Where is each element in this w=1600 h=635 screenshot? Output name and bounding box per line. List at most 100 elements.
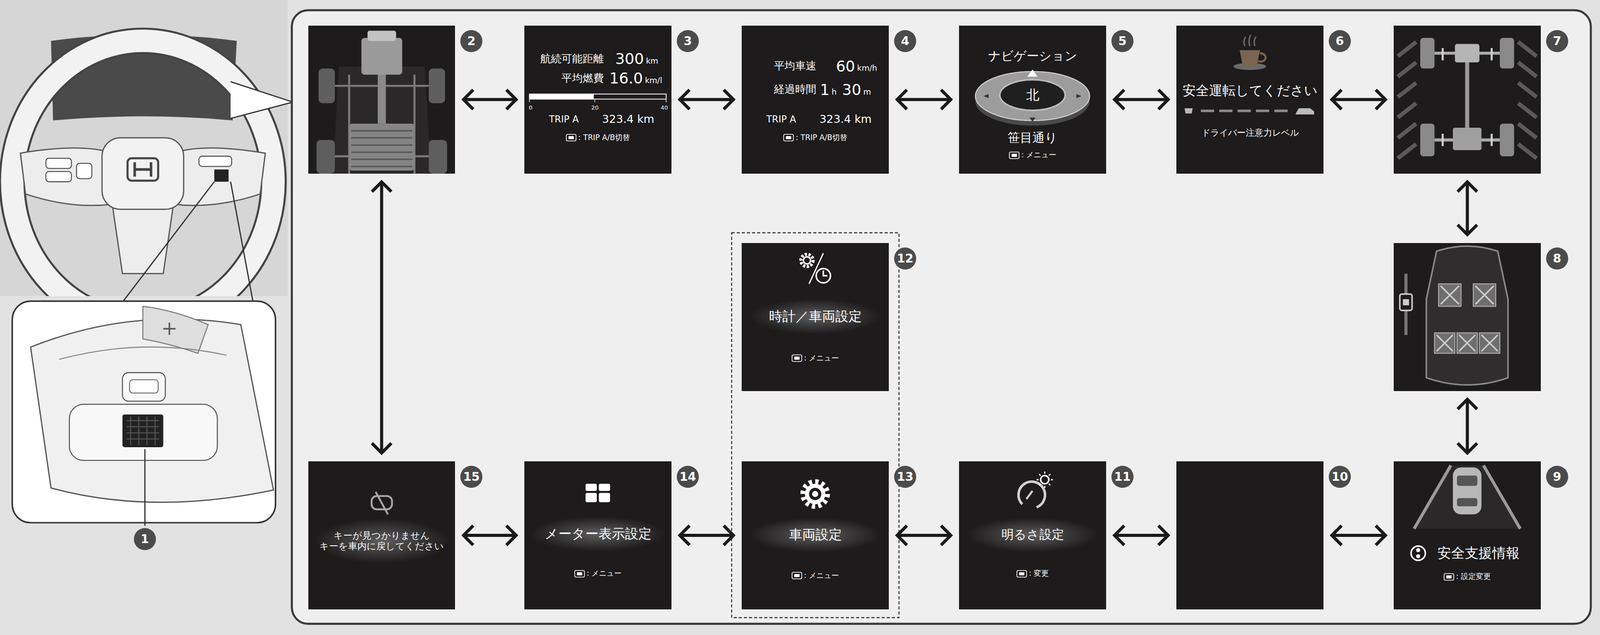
- drawing-part: [1201, 109, 1288, 113]
- softkey-label: : 変更: [1028, 568, 1049, 578]
- button-icon: [1008, 151, 1020, 160]
- text-holder: 平均車速: [773, 60, 817, 73]
- softkey-hint: : メニュー: [791, 571, 839, 581]
- drawing-part: [1444, 573, 1454, 581]
- double-arrow: [897, 525, 951, 546]
- drawing-part: [1452, 467, 1482, 515]
- arrow-head: [679, 89, 690, 110]
- text-holder: 安全支援情報: [1437, 545, 1520, 562]
- text-holder: 323.4 km: [602, 113, 655, 126]
- drawing-part: [1426, 246, 1509, 385]
- screen-text: TRIP A: [549, 113, 579, 125]
- drawing-part: [1452, 127, 1482, 151]
- drawing-part: [585, 492, 597, 503]
- screen-tile: 7: [1393, 25, 1541, 174]
- drawing-part: [568, 136, 574, 140]
- text-holder: 300: [615, 50, 645, 68]
- arrow-head: [1375, 89, 1386, 110]
- drawing-part: [816, 268, 831, 283]
- drawing-part: [198, 155, 232, 167]
- text-holder: 平均燃費: [561, 72, 604, 85]
- drawing-part: [750, 517, 881, 553]
- screen-text: 323.4 km: [819, 112, 872, 126]
- text-holder: 笹目通り: [1007, 130, 1058, 145]
- switch-inset: [12, 301, 276, 523]
- softkey-label: : 設定変更: [1455, 572, 1491, 581]
- drawing-part: [1434, 53, 1501, 140]
- screen-text: 平均燃費: [561, 72, 604, 85]
- screen-tile: 8: [1393, 242, 1541, 391]
- drawing-part: [163, 322, 176, 335]
- callout-holder: 6: [1328, 30, 1351, 53]
- softkey-hint: : 設定変更: [1443, 572, 1491, 581]
- drawing-part: [1019, 572, 1025, 576]
- callout-holder: 5: [1111, 30, 1134, 53]
- softkey-label: : メニュー: [803, 353, 839, 363]
- drawing-part: [1411, 545, 1426, 561]
- arrow-shaft: [898, 533, 949, 537]
- arrow-head: [1114, 525, 1125, 546]
- screen-tile: 14メーター表示設定: メニュー: [524, 461, 672, 610]
- drawing-part: [1258, 53, 1266, 62]
- drawing-part: [1018, 481, 1046, 508]
- drawing-part: [361, 37, 402, 75]
- drawing-part: [1420, 37, 1435, 69]
- callout-holder: 14: [676, 465, 699, 488]
- drawing-part: [318, 68, 335, 104]
- double-arrow: [1457, 399, 1478, 453]
- drawing-part: [1457, 475, 1478, 486]
- drawing-part: [529, 98, 667, 103]
- softkey-hint: : メニュー: [791, 353, 839, 363]
- callout-number: 6: [1328, 30, 1351, 53]
- button-icon: [791, 354, 803, 362]
- drawing-part: [127, 158, 159, 181]
- drawing-part: [794, 573, 800, 577]
- arrow-head: [723, 525, 734, 546]
- screen-text: 北: [1026, 87, 1040, 103]
- softkey-label: : TRIP A/B切替: [795, 133, 848, 143]
- double-arrow: [1114, 525, 1168, 546]
- screen-text: km/l: [644, 75, 663, 85]
- text-holder: ドライバー注意力レベル: [1201, 127, 1299, 138]
- double-arrow: [1457, 181, 1478, 235]
- text-holder: メーター表示設定: [544, 526, 652, 542]
- callout-holder: 8: [1546, 247, 1569, 270]
- screen-tile: 2: [308, 25, 456, 174]
- text-holder: 経過時間: [773, 83, 817, 96]
- arrow-head: [506, 89, 516, 110]
- display-panel: [291, 10, 1592, 624]
- drawing-part: [1434, 283, 1501, 353]
- drawing-part: [334, 74, 429, 174]
- button-icon: [1016, 569, 1028, 578]
- drawing-part: [142, 306, 209, 353]
- double-arrow: [463, 525, 516, 546]
- drawing-part: [45, 158, 72, 169]
- text-holder: h: [831, 87, 837, 97]
- drawing-part: [785, 136, 792, 140]
- drawing-part: [1420, 123, 1435, 156]
- arrow-head: [897, 89, 907, 110]
- callout-holder: 10: [1328, 465, 1351, 488]
- drawing-part: [12, 40, 274, 296]
- leader-line: [144, 449, 146, 526]
- fuel-bar: [524, 25, 672, 174]
- text-holder: TRIP A: [766, 113, 797, 125]
- screen-text: 航続可能距離: [540, 52, 604, 65]
- arrow-shaft: [1465, 401, 1469, 452]
- drawing-part: [800, 254, 814, 267]
- screen-tile: 10: [1176, 461, 1324, 610]
- drawing-part: [173, 147, 266, 206]
- arrow-head: [1457, 224, 1478, 235]
- screen-text: 30: [841, 80, 861, 99]
- steering-wheel: [0, 0, 288, 296]
- drawing-part: [332, 66, 431, 174]
- button-icon: [565, 133, 577, 142]
- screen-tile: 9安全支援情報: 設定変更: [1393, 461, 1541, 610]
- drawing-part: [529, 93, 595, 99]
- drawing-part: [1040, 475, 1049, 484]
- screen-tile: 6安全運転してくださいドライバー注意力レベル: [1176, 25, 1324, 174]
- screen-text: 車両設定: [788, 526, 842, 543]
- chassis-illustration: [1393, 25, 1541, 174]
- text-holder: km/h: [856, 63, 877, 73]
